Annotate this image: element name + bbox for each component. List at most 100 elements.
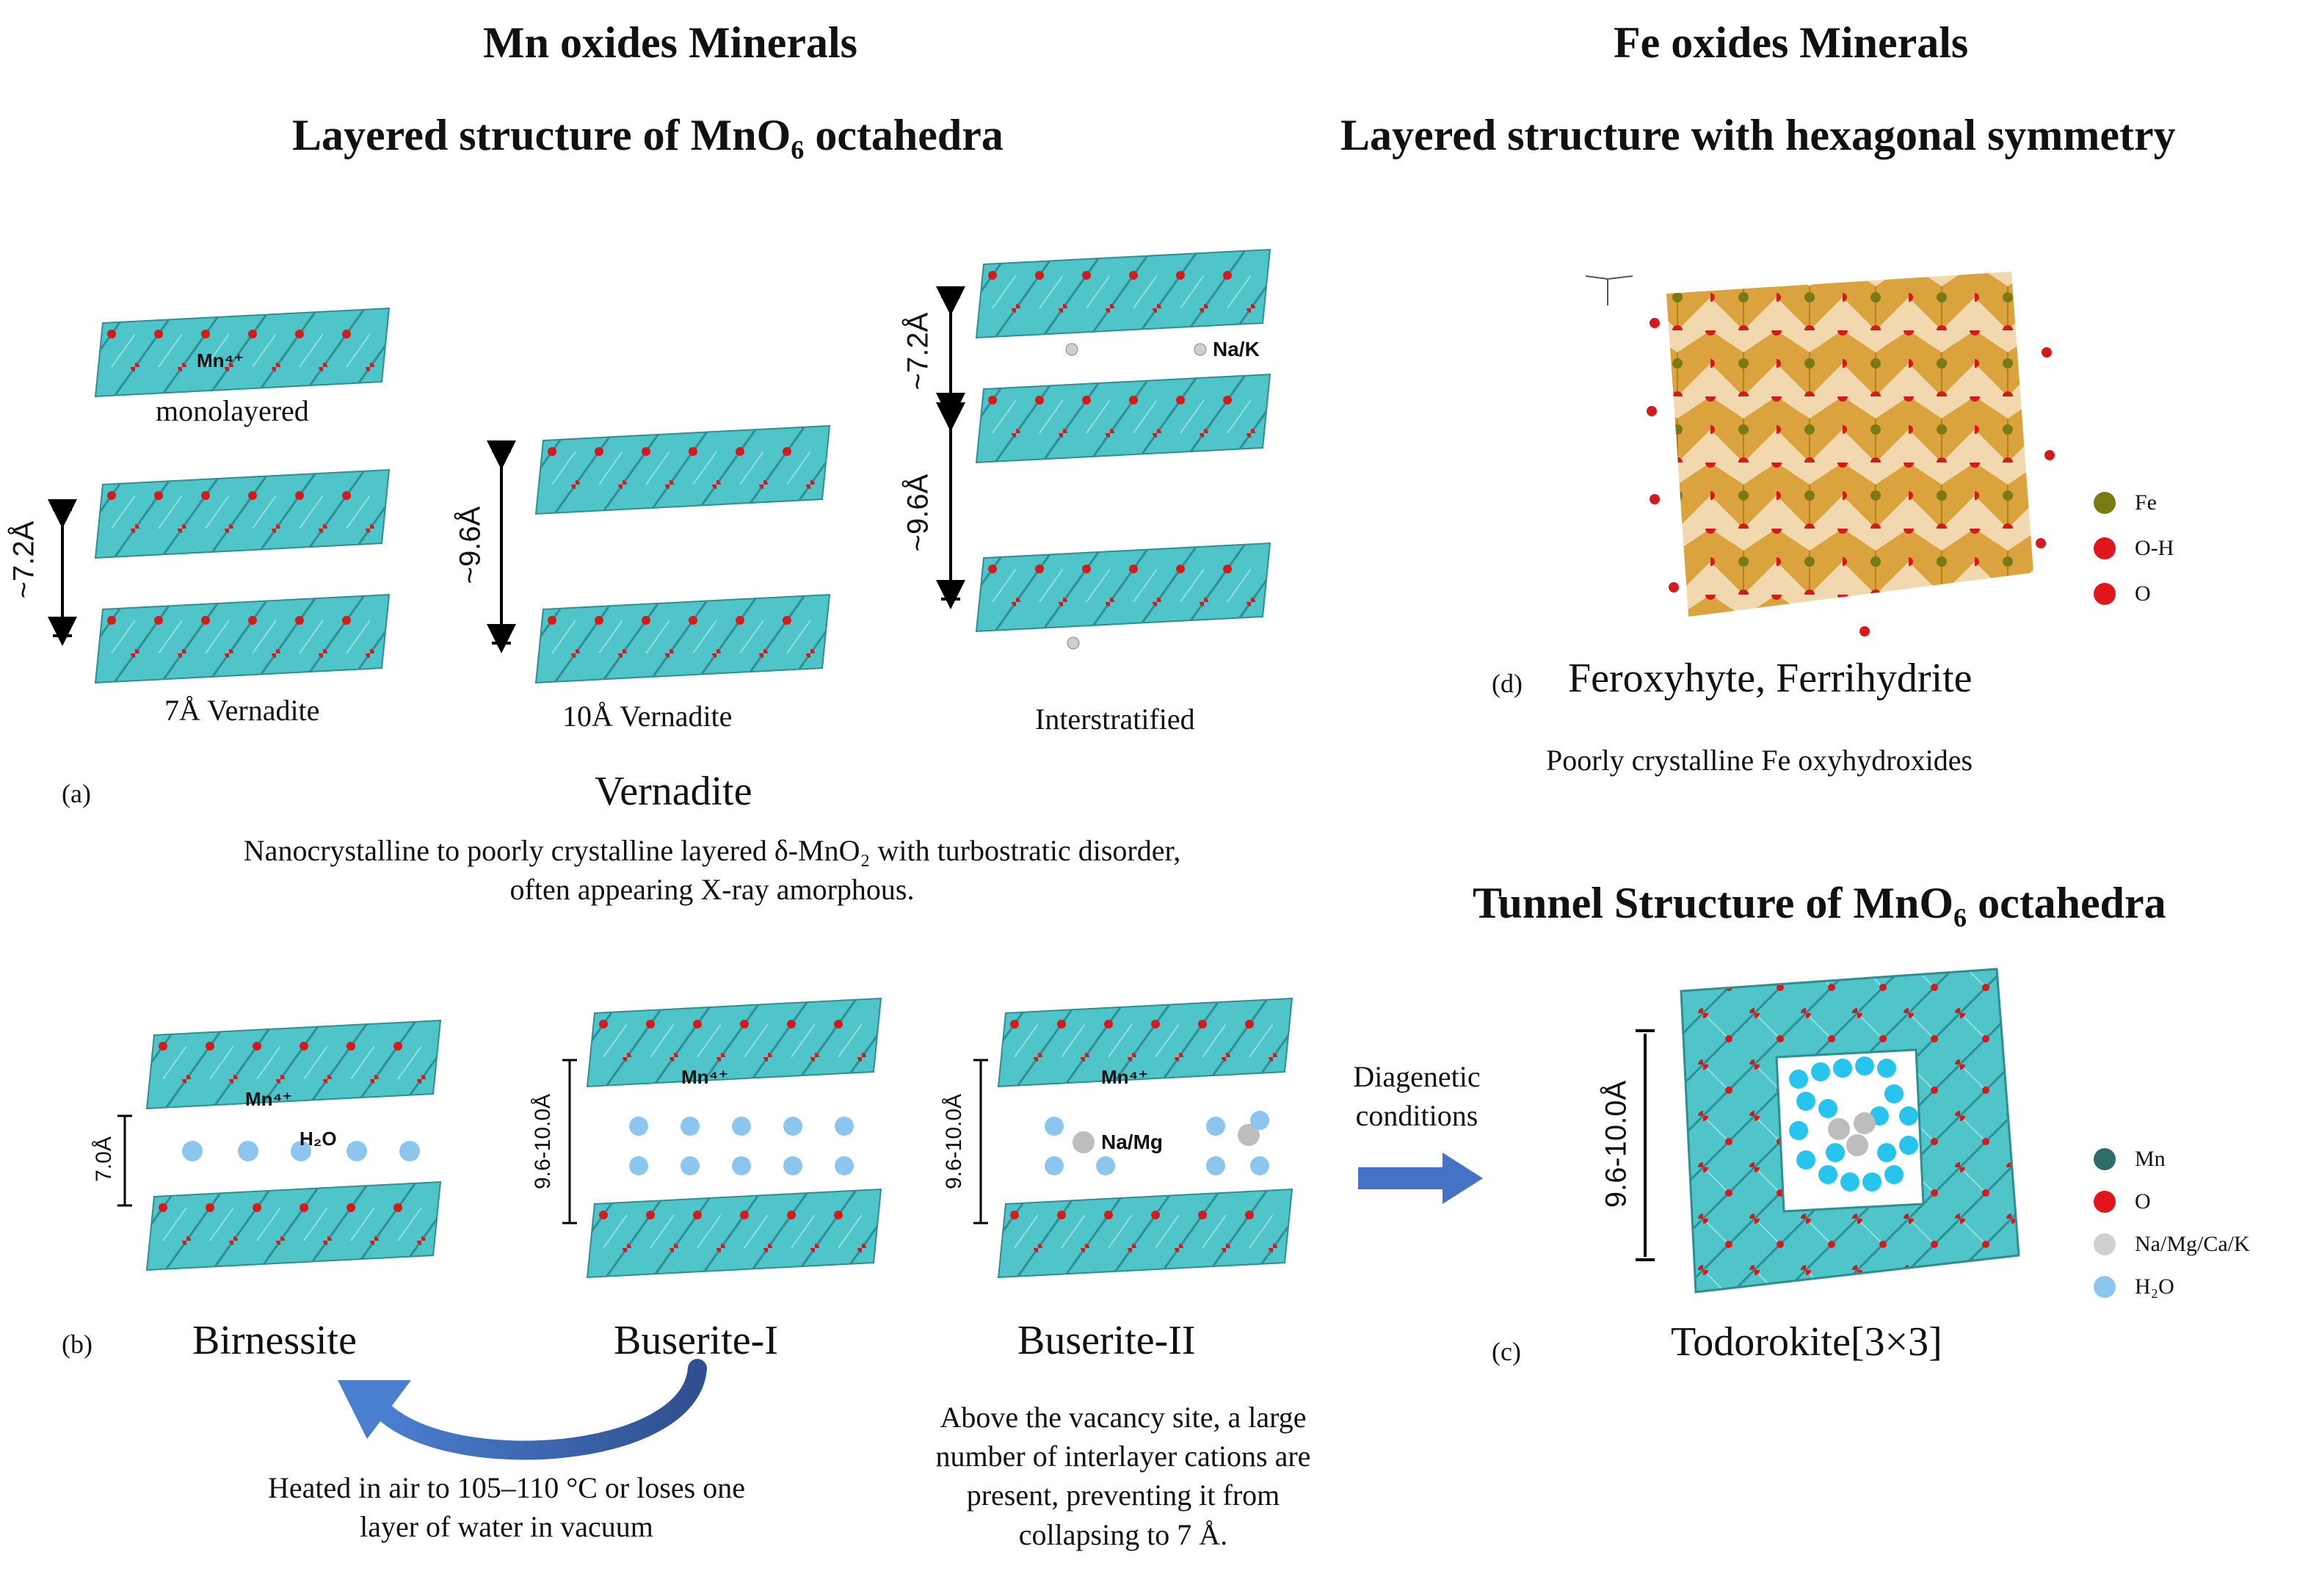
- tunnel-heading: Tunnel Structure of MnO₆ octahedra: [1473, 879, 2166, 927]
- panel-label-c: (c): [1492, 1337, 1521, 1366]
- octahedral-layer: [586, 997, 882, 1088]
- todorokite-structure: [1680, 968, 2020, 1294]
- birnessite-spacing: 7.0Å: [92, 1136, 116, 1182]
- legend-fe: Fe: [2094, 490, 2157, 515]
- legend-label: Fe: [2135, 490, 2157, 515]
- legend-label: Mn: [2135, 1147, 2166, 1171]
- vacancy-note-line3: present, preventing it from: [966, 1479, 1280, 1512]
- todorokite-title: Todorokite[3×3]: [1671, 1319, 1942, 1365]
- diagenetic-line2: conditions: [1355, 1099, 1478, 1133]
- buserite2-spacing: 9.6-10.0Å: [942, 1093, 966, 1190]
- birnessite-title: Birnessite: [192, 1318, 357, 1363]
- cation-sphere: [1194, 343, 1207, 356]
- water-molecules: [182, 1141, 420, 1161]
- legend-h2o: H₂O: [2094, 1274, 2174, 1299]
- octahedral-layer: [975, 542, 1271, 633]
- legend-o: O: [2094, 581, 2151, 606]
- buserite2-title: Buserite-II: [1017, 1318, 1196, 1363]
- buserite1-title: Buserite-I: [614, 1318, 778, 1363]
- vacancy-note-line2: number of interlayer cations are: [935, 1440, 1311, 1473]
- octahedral-layer: [534, 424, 831, 515]
- legend-dot: [2094, 1233, 2116, 1255]
- h2o-label: H₂O: [300, 1128, 337, 1150]
- vernadite-7-label: 7Å Vernadite: [164, 694, 320, 727]
- vernadite-10-label: 10Å Vernadite: [562, 700, 733, 733]
- vacancy-note: Above the vacancy site, a large number o…: [844, 1398, 1402, 1554]
- legend-label: H₂O: [2135, 1274, 2174, 1299]
- nak-label: Na/K: [1213, 338, 1260, 360]
- legend-namgcak: Na/Mg/Ca/K: [2094, 1232, 2250, 1257]
- spacing-arrow: [936, 286, 965, 609]
- mn4-label: Mn⁴⁺: [245, 1088, 293, 1110]
- axis-triad: [1585, 275, 1633, 305]
- octahedral-layer: [94, 593, 391, 684]
- vernadite-description-line1: Nanocrystalline to poorly crystalline la…: [243, 834, 1181, 867]
- legend-o: O: [2094, 1189, 2151, 1214]
- water-and-cations: [1045, 1111, 1269, 1175]
- octahedral-layer: [997, 1188, 1293, 1279]
- vacancy-note-line1: Above the vacancy site, a large: [940, 1401, 1307, 1434]
- mn4-label: Mn⁴⁺: [681, 1066, 729, 1088]
- vernadite-description-line2: often appearing X-ray amorphous.: [509, 873, 915, 907]
- octahedral-layer: [94, 307, 391, 398]
- namg-label: Na/Mg: [1101, 1131, 1163, 1153]
- legend-oh: O-H: [2094, 536, 2174, 561]
- heated-note-line1: Heated in air to 105–110 °C or loses one: [268, 1471, 745, 1504]
- vernadite-title: Vernadite: [595, 769, 752, 814]
- vernadite-description: Nanocrystalline to poorly crystalline la…: [44, 831, 1380, 909]
- mn-layered-heading: Layered structure of MnO₆ octahedra: [292, 111, 1004, 159]
- mn4-label: Mn⁴⁺: [1101, 1066, 1149, 1088]
- octahedral-layer: [145, 1019, 442, 1110]
- spacing-arrow: [1636, 1029, 1655, 1261]
- octahedral-layer: [586, 1188, 882, 1279]
- panel-label-b: (b): [62, 1330, 92, 1359]
- octahedral-layer: [975, 373, 1271, 464]
- todorokite-spacing: 9.6-10.0Å: [1600, 1080, 1633, 1208]
- spacing-bracket: [117, 1114, 132, 1207]
- cation-sphere: [1067, 636, 1080, 650]
- spacing-label-inter-top: ~7.2Å: [901, 312, 935, 391]
- legend-label: O: [2135, 581, 2151, 606]
- octahedral-layer: [534, 593, 831, 684]
- fe-oxides-heading: Fe oxides Minerals: [1614, 18, 1969, 67]
- diagenetic-arrow: [1358, 1153, 1483, 1204]
- vacancy-note-line4: collapsing to 7 Å.: [1018, 1517, 1228, 1551]
- spacing-bracket: [973, 1059, 988, 1225]
- legend-label: Na/Mg/Ca/K: [2135, 1232, 2250, 1256]
- heated-note: Heated in air to 105–110 °C or loses one…: [176, 1468, 837, 1546]
- spacing-label-7: ~7.2Å: [7, 520, 40, 599]
- octahedral-layer: [145, 1180, 442, 1272]
- feroxyhyte-title: Feroxyhyte, Ferrihydrite: [1568, 656, 1973, 701]
- legend-label: O: [2135, 1189, 2151, 1214]
- panel-label-a: (a): [62, 779, 91, 808]
- spacing-bracket: [562, 1059, 577, 1225]
- panel-label-d: (d): [1492, 669, 1523, 698]
- fe-layered-heading: Layered structure with hexagonal symmetr…: [1340, 111, 2176, 159]
- interstratified-label: Interstratified: [1035, 703, 1195, 736]
- diagenetic-line1: Diagenetic: [1353, 1060, 1481, 1093]
- spacing-arrow: [48, 499, 77, 646]
- legend-dot: [2094, 1276, 2116, 1298]
- spacing-arrow: [487, 440, 516, 653]
- ferrihydrite-structure: [1647, 272, 2055, 636]
- legend-dot: [2094, 1148, 2116, 1170]
- legend-dot: [2094, 537, 2116, 559]
- spacing-label-inter-bottom: ~9.6Å: [901, 474, 935, 552]
- heated-note-line2: layer of water in vacuum: [360, 1510, 653, 1544]
- buserite1-spacing: 9.6-10.0Å: [531, 1093, 555, 1190]
- octahedral-layer: [975, 248, 1271, 339]
- legend-mn: Mn: [2094, 1147, 2166, 1172]
- octahedral-layer: [94, 468, 391, 559]
- legend-dot: [2094, 492, 2116, 514]
- feroxyhyte-description: Poorly crystalline Fe oxyhydroxides: [1546, 744, 1973, 777]
- monolayered-label: monolayered: [156, 394, 309, 427]
- legend-dot: [2094, 1191, 2116, 1213]
- legend-dot: [2094, 583, 2116, 605]
- mn4-label: Mn⁴⁺: [197, 349, 244, 371]
- dehydration-arrow: [338, 1359, 707, 1460]
- spacing-label-10: ~9.6Å: [454, 506, 487, 584]
- water-molecules: [629, 1117, 854, 1175]
- mn-oxides-heading: Mn oxides Minerals: [483, 18, 857, 67]
- legend-label: O-H: [2135, 536, 2174, 560]
- diagenetic-label: Diagenetic conditions: [1321, 1057, 1512, 1135]
